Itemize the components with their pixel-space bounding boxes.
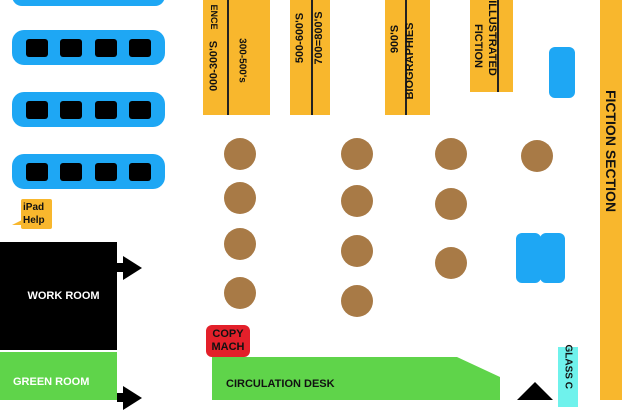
green-room-label: GREEN ROOM bbox=[13, 376, 90, 388]
computer-station bbox=[94, 38, 117, 57]
computer-station bbox=[60, 100, 83, 119]
circulation-desk-label: CIRCULATION DESK bbox=[226, 378, 335, 390]
shelf-reference-300-500: ENCE 000-300'S 300-500's bbox=[203, 0, 270, 115]
shelf-label-fiction: FICTION bbox=[472, 24, 484, 68]
shelf-label-biographies: BIOGRAPHIES bbox=[404, 22, 416, 100]
computer-station bbox=[94, 100, 117, 119]
computer-station bbox=[94, 162, 117, 181]
shelf-label-500-600: 500-600'S bbox=[294, 12, 306, 64]
copy-machine[interactable]: COPY MACH bbox=[206, 325, 250, 357]
fiction-section-shelf: FICTION SECTION bbox=[600, 0, 622, 400]
ipad-help-sign[interactable]: iPad Help bbox=[21, 199, 52, 229]
circulation-desk-shape bbox=[212, 357, 500, 400]
computer-station bbox=[128, 162, 151, 181]
ipad-help-line1: iPad bbox=[23, 202, 45, 213]
computer-station bbox=[128, 100, 151, 119]
shelf-label-900: 900'S bbox=[389, 24, 401, 54]
round-table bbox=[341, 285, 373, 317]
reading-chair bbox=[540, 233, 565, 283]
reading-chair bbox=[549, 47, 575, 98]
computer-table bbox=[12, 30, 165, 65]
green-room-door-arrow bbox=[117, 386, 142, 410]
shelf-label-700-800: 700=800'S bbox=[313, 11, 325, 65]
computer-station bbox=[26, 162, 49, 181]
round-table bbox=[435, 247, 467, 279]
round-table bbox=[341, 185, 373, 217]
copy-machine-line2: MACH bbox=[211, 341, 245, 353]
shelf-label-illustrated: ILLUSTRATED bbox=[486, 0, 498, 76]
round-table bbox=[435, 138, 467, 170]
glass-case: GLASS C bbox=[558, 344, 578, 407]
shelf-label-000-300: 000-300'S bbox=[208, 40, 220, 92]
round-table bbox=[224, 277, 256, 309]
round-table bbox=[521, 140, 553, 172]
copy-machine-line1: COPY bbox=[212, 328, 244, 340]
fiction-section-label: FICTION SECTION bbox=[603, 89, 619, 213]
shelf-500-800: 500-600'S 700=800'S bbox=[290, 0, 330, 115]
computer-station bbox=[26, 38, 49, 57]
work-room-door-arrow bbox=[117, 256, 142, 280]
round-table bbox=[224, 228, 256, 260]
computer-station bbox=[26, 100, 49, 119]
reading-chair bbox=[516, 233, 541, 283]
ipad-help-line2: Help bbox=[23, 215, 45, 226]
entrance-marker bbox=[517, 382, 553, 400]
computer-table bbox=[12, 92, 165, 127]
round-table bbox=[341, 138, 373, 170]
shelf-illustrated-fiction: ILLUSTRATED FICTION bbox=[470, 0, 513, 92]
shelf-label-300-500: 300-500's bbox=[236, 38, 248, 83]
round-table bbox=[224, 182, 256, 214]
shelf-900-biographies: 900'S BIOGRAPHIES bbox=[385, 0, 430, 115]
work-room-label: WORK ROOM bbox=[27, 290, 100, 302]
computer-station bbox=[60, 38, 83, 57]
round-table bbox=[435, 188, 467, 220]
computer-station bbox=[128, 38, 151, 57]
ipad-help-pointer bbox=[12, 220, 22, 225]
work-room[interactable]: WORK ROOM bbox=[0, 242, 117, 350]
round-table bbox=[224, 138, 256, 170]
green-room[interactable]: GREEN ROOM bbox=[0, 352, 117, 400]
computer-station bbox=[60, 162, 83, 181]
computer-table bbox=[12, 0, 165, 6]
glass-case-label: GLASS C bbox=[562, 344, 574, 389]
computer-table bbox=[12, 154, 165, 189]
round-table bbox=[341, 235, 373, 267]
